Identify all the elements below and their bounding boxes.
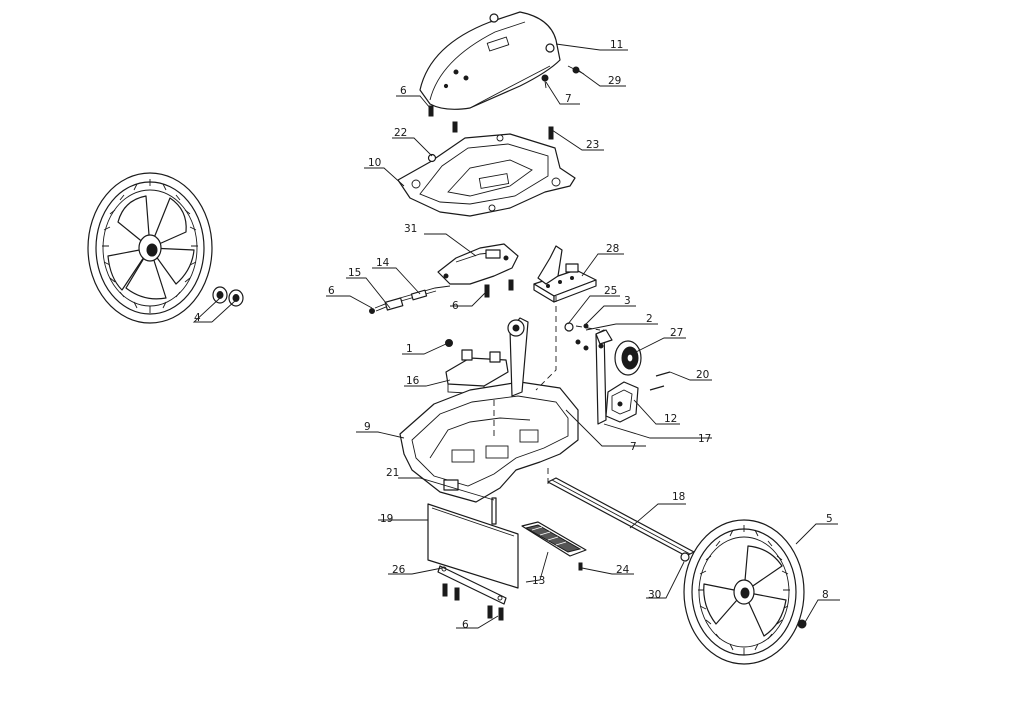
callout-labels: 11 29 7 6 22 23 10 31 28 14 15 6 6 25 3 … [194, 39, 833, 631]
left-wheel [87, 172, 213, 324]
screw-23 [548, 126, 554, 140]
callout-6-left: 6 [328, 285, 335, 297]
right-wheel [683, 519, 805, 665]
callout-24: 24 [616, 564, 630, 576]
callout-7-top: 7 [565, 93, 572, 105]
callout-20: 20 [696, 369, 709, 381]
callout-9: 9 [364, 421, 371, 433]
bracket-assembly [437, 243, 519, 285]
screw-small [508, 279, 514, 291]
callout-16: 16 [406, 375, 420, 387]
foot-pad [521, 521, 587, 557]
callout-25: 25 [604, 285, 617, 297]
rod-21 [491, 497, 497, 525]
callout-6-mid: 6 [452, 300, 459, 312]
nut-1 [445, 339, 453, 347]
screw-6b [484, 284, 490, 298]
front-panel [427, 503, 519, 589]
support-bar [437, 565, 507, 605]
callout-6-bottom: 6 [462, 619, 469, 631]
bar-screws [442, 583, 504, 621]
callout-22: 22 [394, 127, 407, 139]
callout-4: 4 [194, 312, 201, 324]
callout-8: 8 [822, 589, 829, 601]
hub-bolt-8 [797, 619, 807, 629]
callout-12: 12 [664, 413, 677, 425]
chassis-plate [397, 133, 576, 217]
callout-14: 14 [376, 257, 390, 269]
gear-mount [605, 381, 639, 423]
callout-3: 3 [624, 295, 631, 307]
callout-18: 18 [672, 491, 685, 503]
callout-1: 1 [406, 343, 413, 355]
callout-11: 11 [610, 39, 623, 51]
callout-6-top: 6 [400, 85, 407, 97]
callout-31: 31 [404, 223, 417, 235]
callout-5: 5 [826, 513, 833, 525]
callout-30: 30 [648, 589, 661, 601]
callout-27: 27 [670, 327, 683, 339]
callout-7-mid: 7 [630, 441, 637, 453]
callout-23: 23 [586, 139, 599, 151]
callout-26: 26 [392, 564, 406, 576]
grommet [427, 153, 437, 163]
callout-13: 13 [532, 575, 545, 587]
washer-30 [680, 552, 690, 562]
leader-lines [192, 43, 840, 629]
screw-24 [578, 562, 583, 571]
top-cover [419, 11, 561, 110]
callout-28: 28 [606, 243, 619, 255]
callout-2: 2 [646, 313, 653, 325]
callout-19: 19 [380, 513, 393, 525]
drive-gear [614, 340, 642, 376]
callout-15: 15 [348, 267, 361, 279]
callout-10: 10 [368, 157, 381, 169]
bushing-pair [212, 286, 244, 307]
control-board [533, 245, 597, 303]
callout-29: 29 [608, 75, 621, 87]
main-housing [399, 317, 579, 503]
callout-21: 21 [386, 467, 399, 479]
lever-arm [595, 329, 613, 425]
cable-assembly [369, 285, 451, 314]
assembly-paths [493, 296, 601, 486]
cover-screws [428, 65, 585, 133]
callout-17: 17 [698, 433, 711, 445]
mount-block [445, 349, 509, 395]
